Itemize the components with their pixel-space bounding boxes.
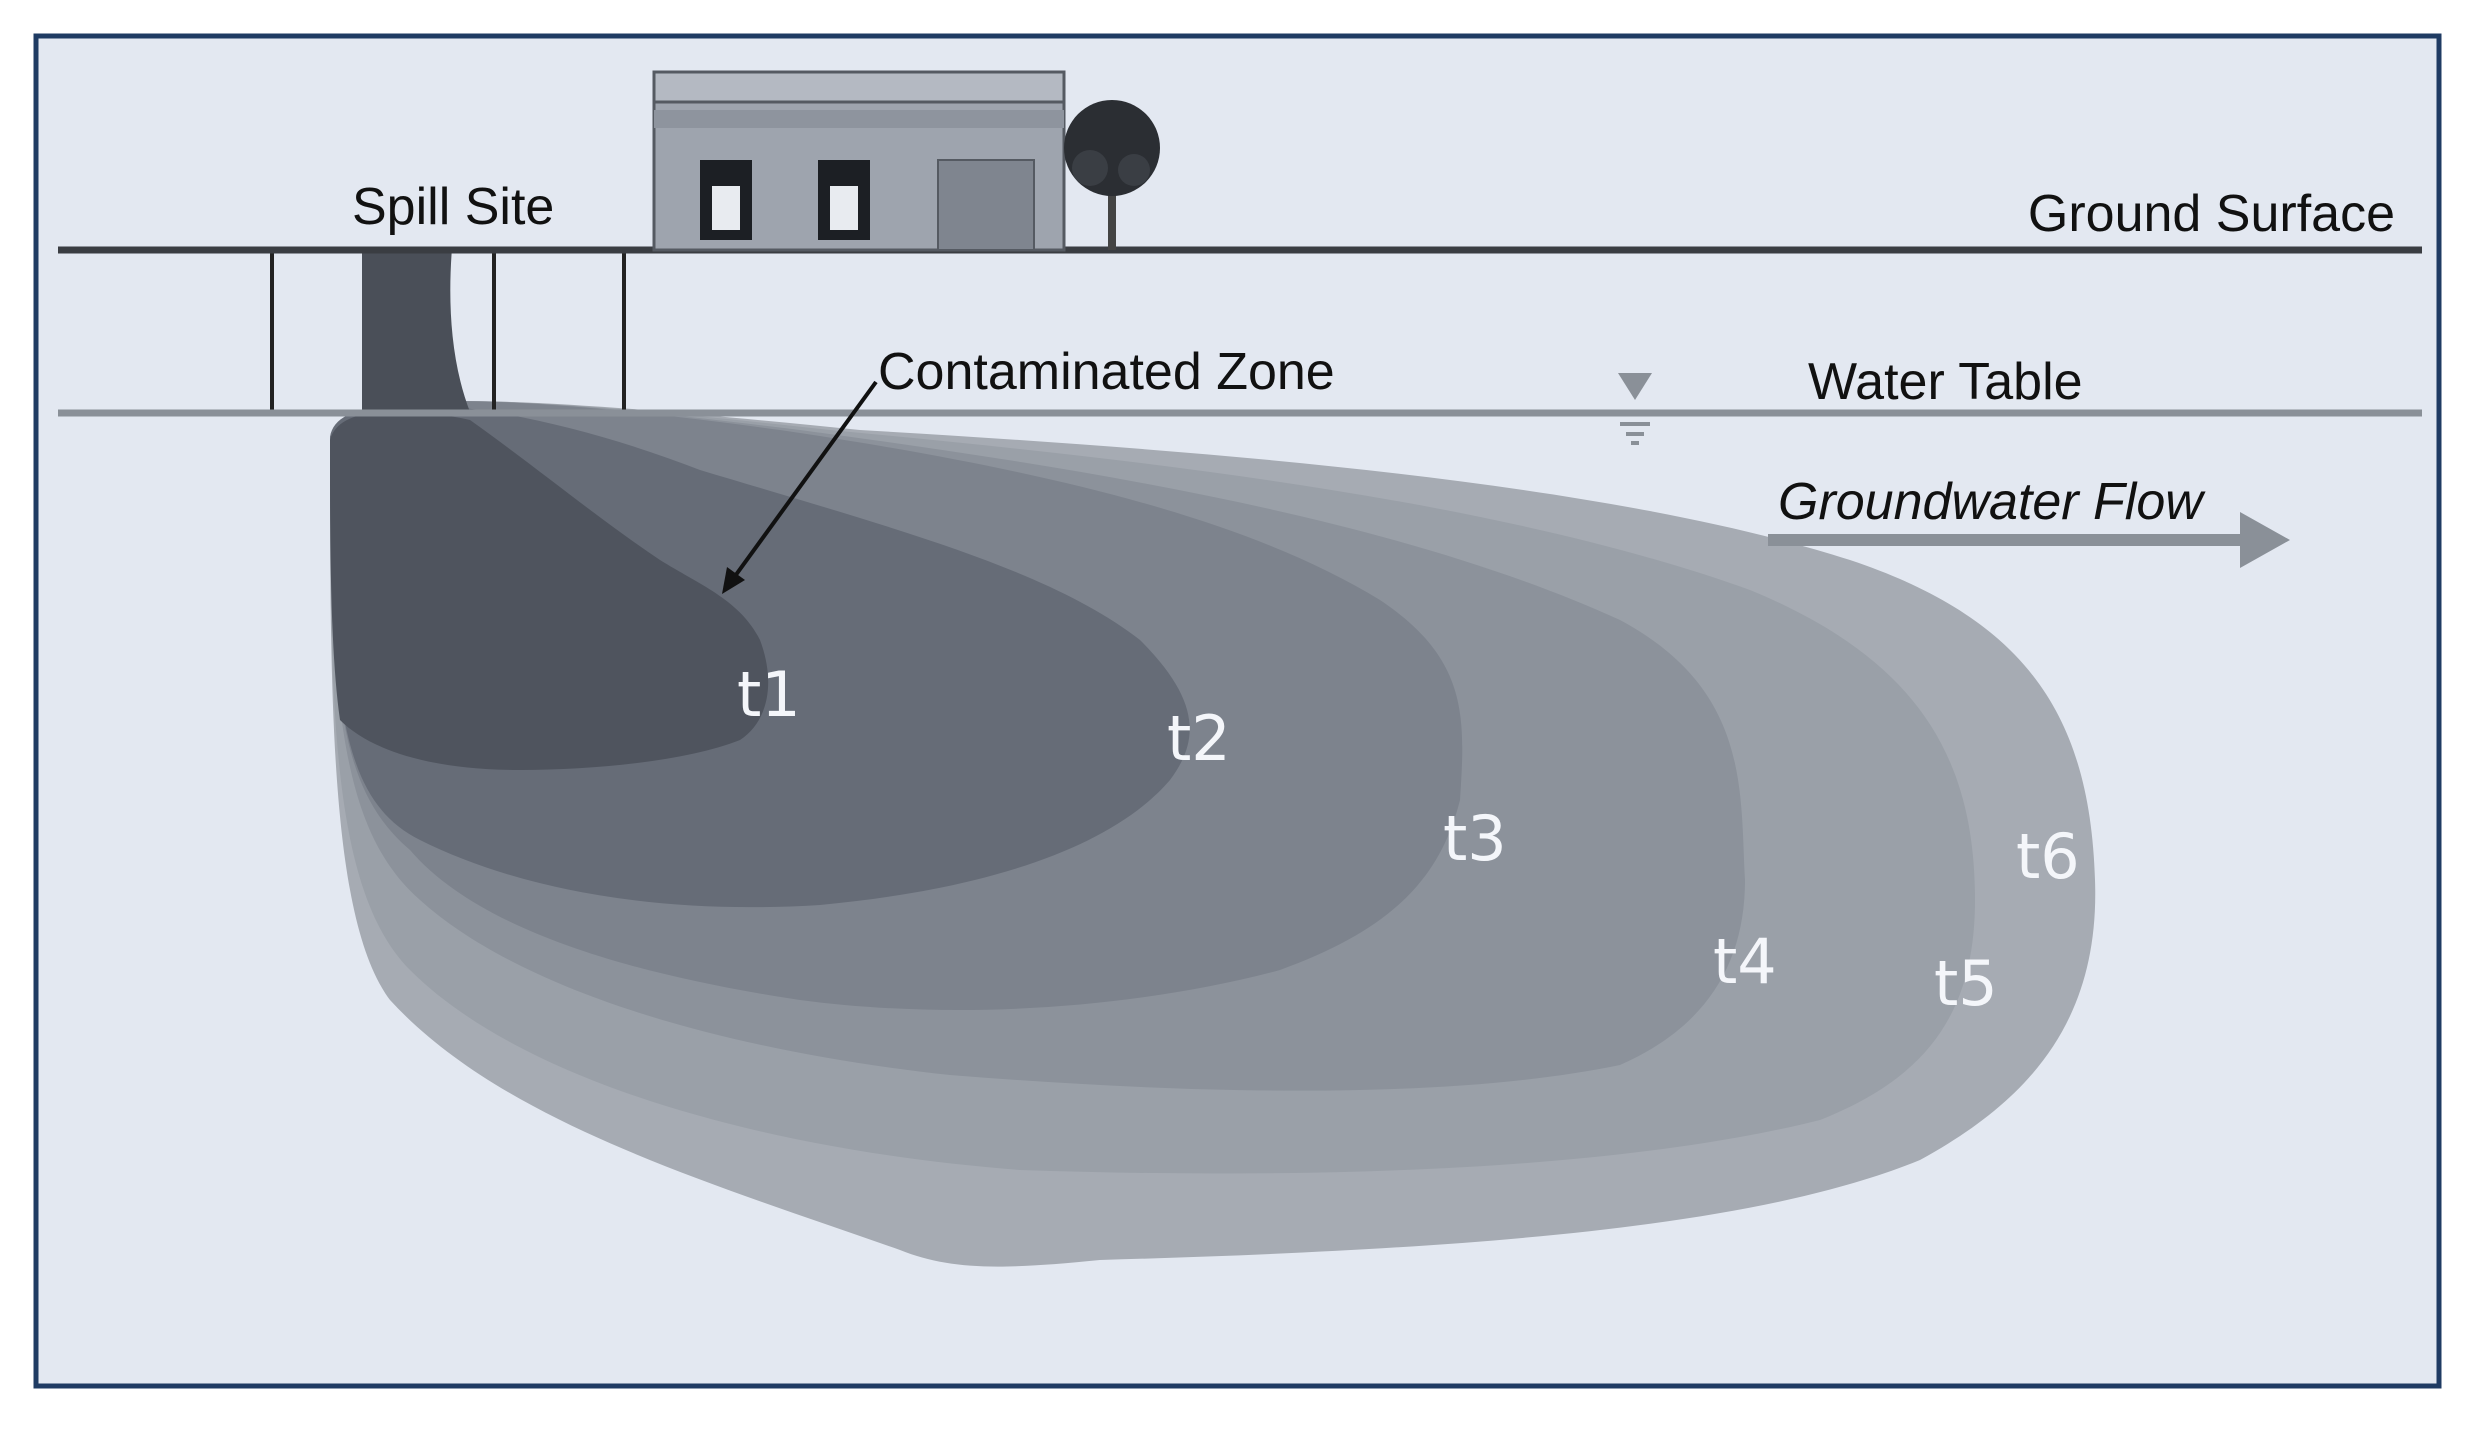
- groundwater-flow-label: Groundwater Flow: [1778, 473, 2206, 531]
- ground-surface-label: Ground Surface: [2028, 185, 2395, 243]
- contaminated-zone-label: Contaminated Zone: [878, 343, 1335, 401]
- tree-icon: [1064, 100, 1160, 250]
- building-icon: [652, 70, 1066, 252]
- plume-t1: [330, 411, 769, 770]
- plume-label-t6: t6: [2016, 820, 2080, 893]
- plume-label-t2: t2: [1167, 702, 1231, 775]
- spill-column: [362, 248, 470, 412]
- plume-label-t5: t5: [1934, 947, 1998, 1020]
- water-table-symbol-icon: [1618, 373, 1652, 445]
- plume-label-t1: t1: [737, 658, 801, 731]
- spill-site-label: Spill Site: [352, 178, 554, 236]
- water-table-label: Water Table: [1808, 353, 2083, 411]
- plume-label-t3: t3: [1443, 802, 1507, 875]
- groundwater-flow-arrow-icon: [1768, 512, 2290, 568]
- contaminated-zone-pointer-arrow: [722, 380, 878, 594]
- plume-label-t4: t4: [1713, 925, 1777, 998]
